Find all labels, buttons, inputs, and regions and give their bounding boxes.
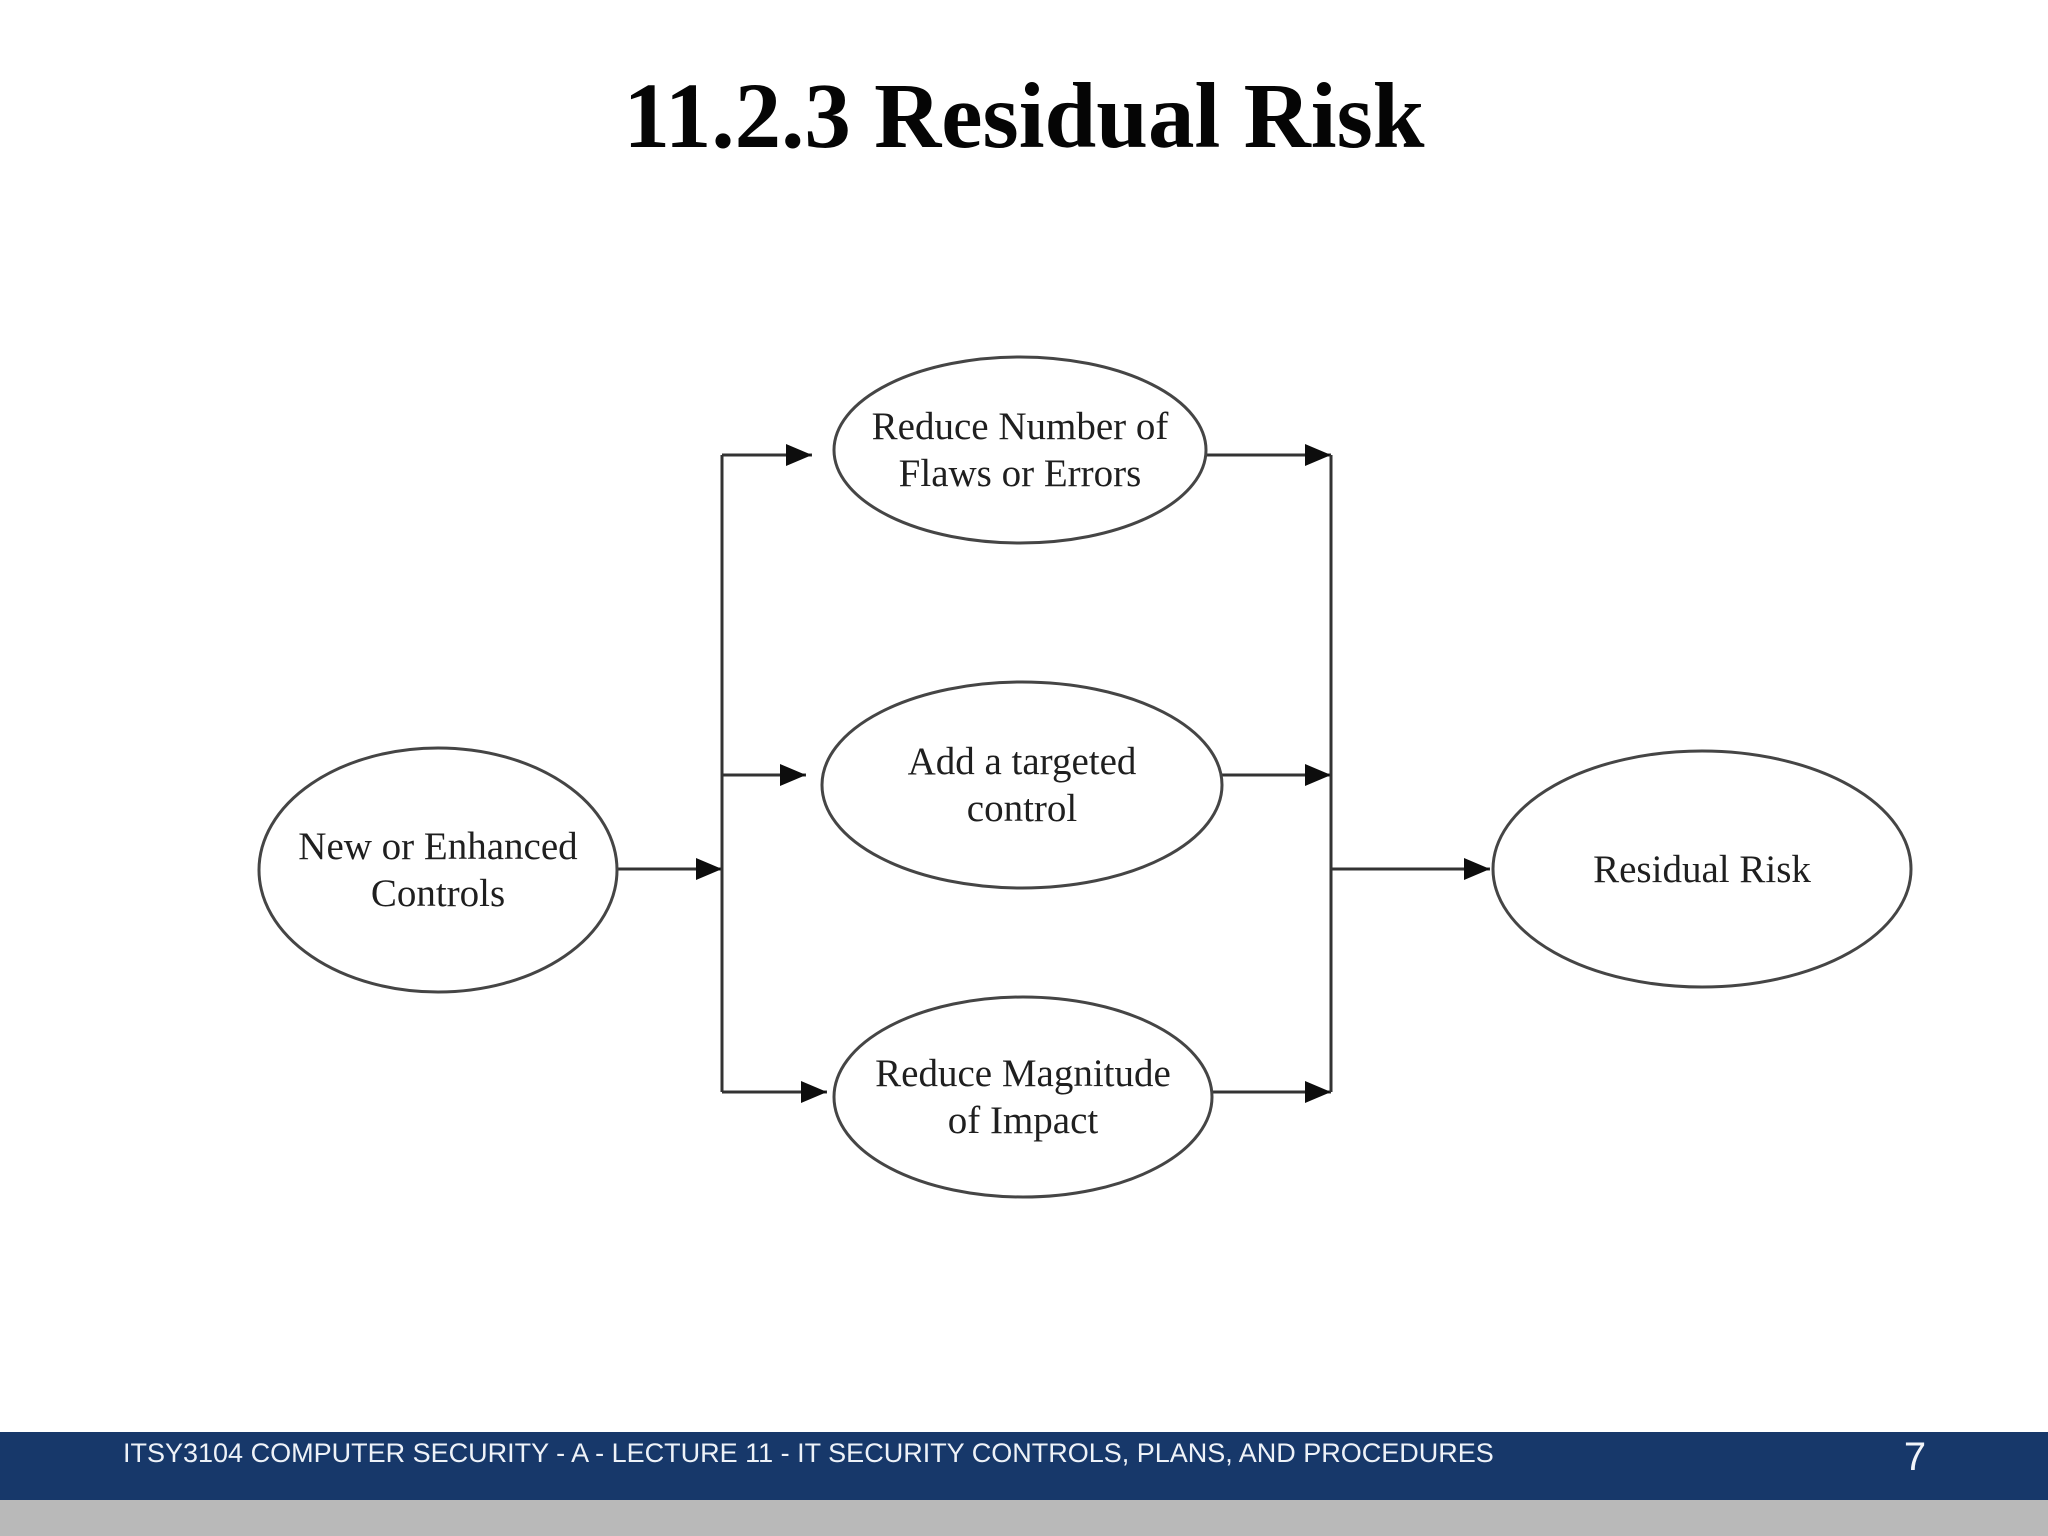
node-reduce-magnitude-of-impact: Reduce Magnitude of Impact [832, 995, 1214, 1199]
connector-lines [618, 444, 1490, 1103]
node-label: control [967, 787, 1078, 830]
node-label: Reduce Magnitude [875, 1052, 1171, 1095]
slide-title: 11.2.3 Residual Risk [623, 65, 1425, 168]
node-label: of Impact [948, 1099, 1099, 1142]
bottom-gray-strip [0, 1500, 2048, 1536]
node-label: Controls [371, 872, 505, 915]
page-number: 7 [1903, 1435, 1927, 1479]
footer-bar: ITSY3104 COMPUTER SECURITY - A - LECTURE… [0, 1432, 2048, 1500]
node-label: Add a targeted [908, 740, 1137, 783]
ellipse-reduce-number-of-flaws [832, 355, 1208, 545]
node-label: New or Enhanced [298, 825, 578, 868]
footer-course-text: ITSY3104 COMPUTER SECURITY - A - LECTURE… [123, 1438, 1494, 1468]
node-residual-risk: Residual Risk [1491, 749, 1913, 989]
node-label: Flaws or Errors [899, 452, 1142, 495]
ellipse-new-or-enhanced-controls [257, 746, 619, 994]
node-reduce-number-of-flaws: Reduce Number of Flaws or Errors [832, 355, 1208, 545]
ellipse-reduce-magnitude-of-impact [832, 995, 1214, 1199]
node-label: Residual Risk [1593, 848, 1811, 891]
node-new-or-enhanced-controls: New or Enhanced Controls [257, 746, 619, 994]
ellipse-add-a-targeted-control [820, 680, 1224, 890]
ellipse-residual-risk [1491, 749, 1913, 989]
node-label: Reduce Number of [872, 405, 1169, 448]
node-add-a-targeted-control: Add a targeted control [820, 680, 1224, 890]
